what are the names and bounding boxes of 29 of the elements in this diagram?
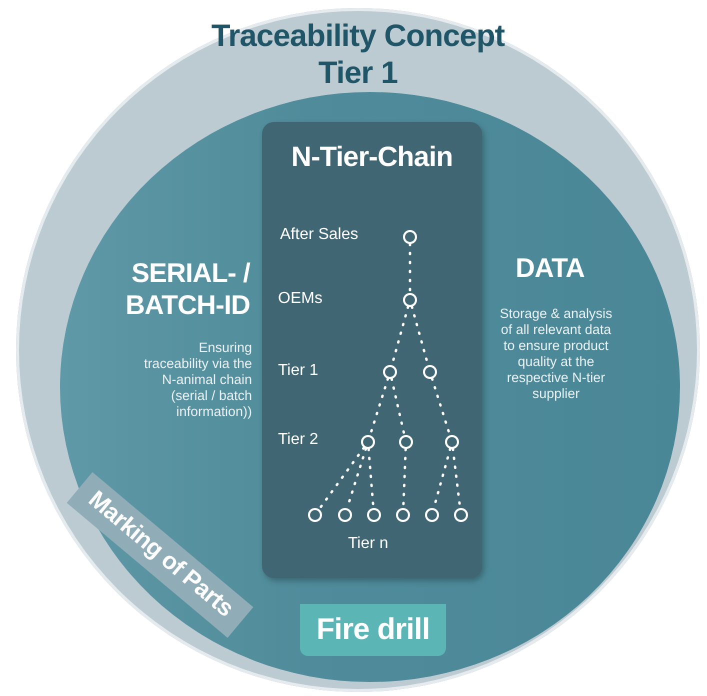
tier-node-circle [399, 435, 413, 449]
tier-node-circle [403, 293, 417, 307]
description-text: Ensuring traceability via the N-animal chain (serial / batch information)) [142, 340, 252, 420]
tier-label: OEMs [278, 290, 322, 308]
chain-panel [262, 122, 482, 578]
tier-node-circle [367, 508, 381, 522]
tier-label: After Sales [280, 226, 358, 244]
tier-node-circle [423, 365, 437, 379]
tier-node-circle [403, 230, 417, 244]
tier-label: Tier 2 [278, 431, 318, 449]
arc-band [300, 604, 446, 656]
section-heading: SERIAL- / BATCH-ID [124, 258, 250, 322]
tier-node-circle [308, 508, 322, 522]
tier-node-circle [425, 508, 439, 522]
section-heading: DATA [514, 253, 586, 285]
band-text: Fire drill [315, 612, 431, 648]
description-text: Storage & analysis of all relevant data to ensure product quality at the respective N-tier supplier [498, 306, 614, 402]
title-text: Traceability Concept Tier 1 [210, 18, 506, 92]
tier-node-circle [361, 435, 375, 449]
panel-heading: N-Tier-Chain [290, 140, 454, 174]
tier-node-circle [454, 508, 468, 522]
dotted-connector [390, 378, 406, 436]
tier-node-circle [445, 435, 459, 449]
tier-node-circle [396, 508, 410, 522]
tier-node-circle [383, 365, 397, 379]
tier-node-circle [338, 508, 352, 522]
tier-label: Tier n [348, 535, 388, 553]
dotted-connector [318, 446, 366, 511]
tier-label: Tier 1 [278, 362, 318, 380]
